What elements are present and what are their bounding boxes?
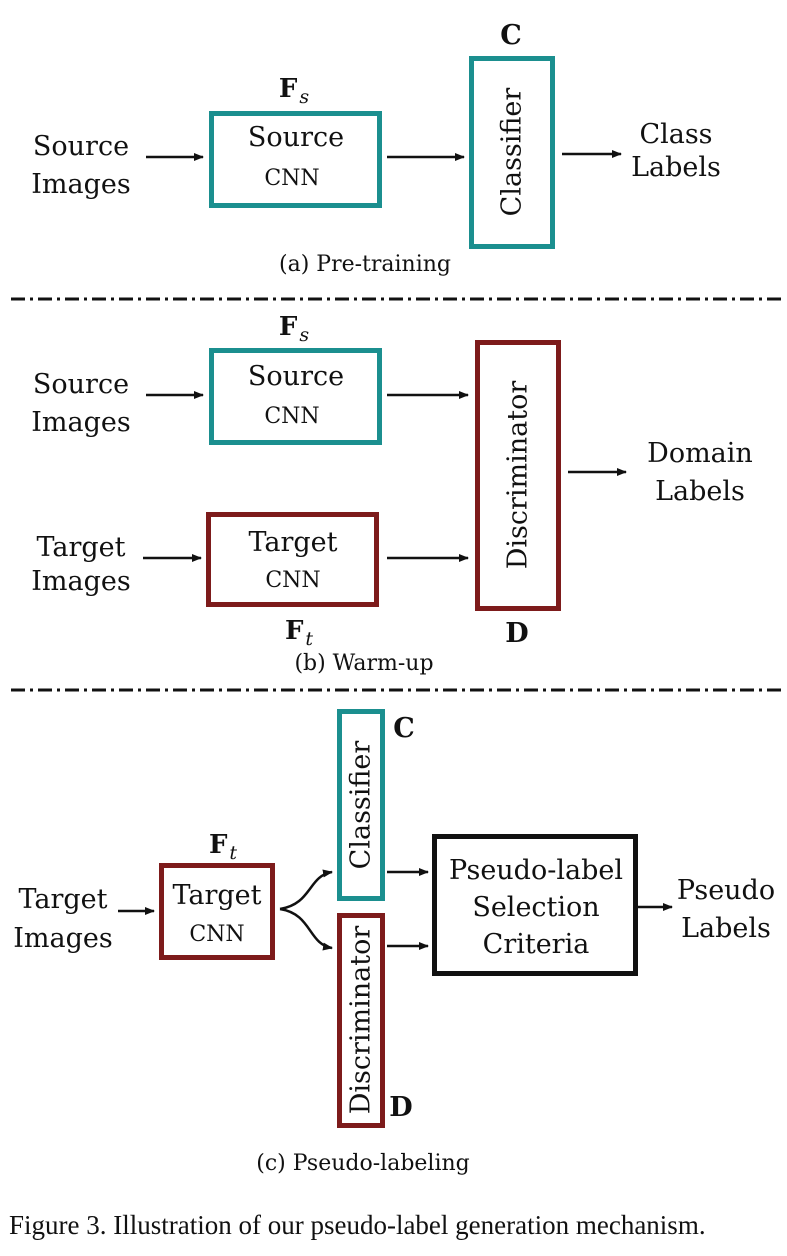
source-images-line2: Images xyxy=(31,169,131,200)
discriminator-label-c: Discriminator xyxy=(345,925,377,1115)
caption-c: (c) Pseudo-labeling xyxy=(256,1151,470,1176)
source-images-label-b: Source Images xyxy=(31,366,130,442)
criteria-line1: Pseudo-label xyxy=(449,855,623,886)
source-images-label-a: Source Images xyxy=(31,128,130,204)
target-images-label-b: Target Images xyxy=(31,531,130,599)
target-images-label-c: Target Images xyxy=(13,880,112,958)
c-label-a: C xyxy=(500,20,522,51)
discriminator-box-c xyxy=(337,913,385,1128)
target-cnn-label-c: Target xyxy=(172,880,262,911)
target-images-c-line1: Target xyxy=(18,884,108,915)
source-cnn-sublabel-a: CNN xyxy=(264,166,320,191)
target-cnn-box-c xyxy=(159,863,275,960)
domain-labels-output-b: Domain Labels xyxy=(647,435,753,511)
discriminator-box-b xyxy=(475,340,561,611)
source-images-line1: Source xyxy=(32,131,130,162)
class-labels-line1: Class xyxy=(639,119,713,150)
source-cnn-label-a: Source xyxy=(247,122,345,153)
arrow-cnn-to-classifier-c xyxy=(279,869,333,911)
classifier-label-c: Classifier xyxy=(345,740,377,870)
source-cnn-sublabel-b: CNN xyxy=(264,404,320,429)
figure-caption: Figure 3. Illustration of our pseudo-lab… xyxy=(9,1210,706,1240)
target-cnn-sublabel-c: CNN xyxy=(189,922,245,947)
target-cnn-label-b: Target xyxy=(248,527,338,558)
caption-b: (b) Warm-up xyxy=(294,651,434,676)
source-cnn-label-b: Source xyxy=(247,361,345,392)
target-cnn-box-b xyxy=(206,512,379,607)
source-cnn-box-b xyxy=(209,348,382,445)
target-cnn-sublabel-b: CNN xyxy=(265,568,321,593)
target-images-b-line1: Target xyxy=(36,532,126,563)
target-images-b-line2: Images xyxy=(31,566,131,597)
source-images-b-line1: Source xyxy=(32,369,130,400)
classifier-label-a: Classifier xyxy=(496,87,528,217)
domain-labels-line2: Labels xyxy=(655,476,745,507)
arrow-cnn-to-discriminator-c xyxy=(279,907,333,951)
criteria-line3: Criteria xyxy=(482,929,590,960)
classifier-box-a xyxy=(469,56,555,249)
target-images-c-line2: Images xyxy=(13,923,113,954)
pseudo-labels-line1: Pseudo xyxy=(676,875,776,906)
criteria-line2: Selection xyxy=(472,892,600,923)
c-label-c: C xyxy=(393,713,415,744)
source-cnn-box-a xyxy=(209,111,382,208)
source-images-b-line2: Images xyxy=(31,407,131,438)
class-labels-line2: Labels xyxy=(631,152,721,183)
discriminator-label-b: Discriminator xyxy=(502,380,534,570)
pseudo-labels-line2: Labels xyxy=(681,913,771,944)
criteria-box-c xyxy=(432,834,638,976)
caption-a: (a) Pre-training xyxy=(278,252,452,277)
d-label-c: D xyxy=(389,1092,413,1123)
domain-labels-line1: Domain xyxy=(647,438,753,469)
d-label-b: D xyxy=(505,618,529,649)
pseudo-labels-output-c: Pseudo Labels xyxy=(677,872,775,948)
criteria-label-c: Pseudo-label Selection Criteria xyxy=(449,852,623,963)
class-labels-output-a: Class Labels xyxy=(631,118,721,184)
classifier-box-c xyxy=(337,709,385,901)
